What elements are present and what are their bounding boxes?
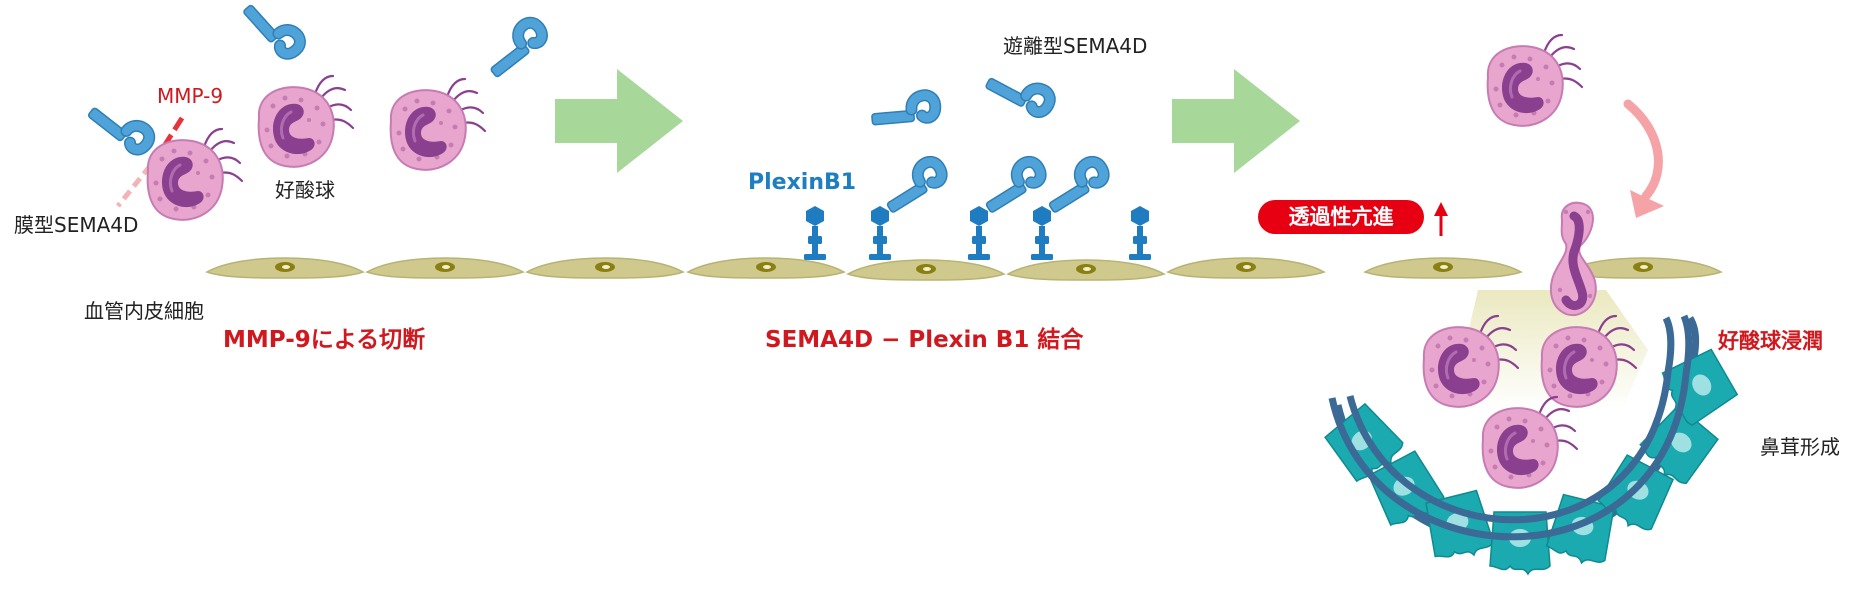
eosinophil-cell (1481, 395, 1579, 490)
membrane-sema4d-label: 膜型SEMA4D (14, 213, 139, 237)
endothelial-layer (206, 257, 1722, 281)
step1-title: MMP-9による切断 (223, 327, 426, 353)
transmigrating-eosinophil (1549, 201, 1597, 317)
flow-arrow-2 (1172, 69, 1300, 173)
panel-mmp9-cleavage (88, 0, 548, 222)
panel-infiltration (1321, 33, 1740, 575)
eosinophil-cell (389, 77, 487, 172)
panel-plexin-binding (804, 65, 1151, 260)
membrane-sema4d-molecule (88, 96, 154, 155)
increase-arrow-icon (1434, 202, 1448, 236)
step2-title: SEMA4D − Plexin B1 結合 (765, 327, 1084, 353)
endothelial-cells-label: 血管内皮細胞 (84, 299, 204, 323)
eosinophil-label: 好酸球 (275, 178, 335, 202)
nasal-polyp-label: 鼻茸形成 (1760, 435, 1840, 459)
mmp9-label: MMP-9 (157, 84, 224, 108)
eosinophil-cell (257, 74, 355, 169)
soluble-sema4d-label: 遊離型SEMA4D (1003, 34, 1148, 58)
permeability-badge: 透過性亢進 (1258, 200, 1424, 234)
flow-arrow-1 (555, 69, 683, 173)
eosinophil-cell (1486, 33, 1584, 128)
plexinb1-label: PlexinB1 (748, 170, 857, 195)
infiltration-label: 好酸球浸潤 (1718, 329, 1823, 353)
eosinophil-cell (146, 127, 244, 222)
